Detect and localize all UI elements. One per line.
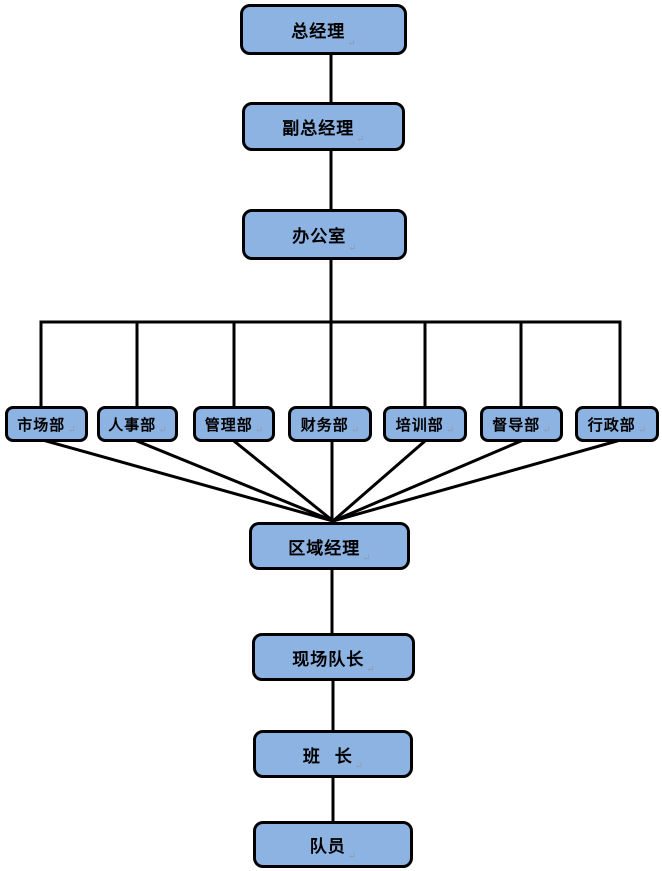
org-node-admin-dept: 行政部↵ (575, 406, 659, 442)
paragraph-mark-icon: ↵ (542, 425, 551, 436)
org-node-general-manager: 总经理↵ (240, 4, 407, 55)
org-node-office: 办公室↵ (242, 209, 407, 260)
node-label: 督导部 (492, 415, 541, 434)
node-label: 现场队长 (292, 649, 365, 670)
org-node-site-captain: 现场队长↵ (252, 633, 415, 681)
org-node-marketing-dept: 市场部↵ (5, 406, 88, 442)
org-node-finance-dept: 财务部↵ (288, 406, 372, 442)
node-label: 行政部 (587, 415, 636, 434)
node-label: 区域经理 (288, 538, 361, 559)
paragraph-mark-icon: ↵ (347, 38, 356, 49)
org-node-team-member: 队员↵ (253, 821, 413, 868)
connector-training-to-rm (330, 438, 428, 524)
node-label: 副总经理 (282, 119, 355, 139)
paragraph-mark-icon: ↵ (362, 553, 371, 564)
connector-marketing-to-rm (44, 439, 335, 523)
node-label: 队员 (309, 837, 346, 857)
org-node-squad-leader: 班 长↵ (253, 730, 413, 778)
node-label: 管理部 (204, 415, 253, 434)
paragraph-mark-icon: ↵ (67, 425, 76, 436)
connector-hr-to-rm (135, 439, 335, 523)
paragraph-mark-icon: ↵ (348, 243, 357, 254)
connector-supervision-to-rm (331, 439, 523, 523)
paragraph-mark-icon: ↵ (158, 425, 167, 436)
node-label: 总经理 (291, 22, 346, 42)
paragraph-mark-icon: ↵ (445, 425, 455, 436)
node-label: 市场部 (17, 415, 66, 434)
paragraph-mark-icon: ↵ (350, 425, 360, 436)
node-label: 班 长 (302, 746, 353, 767)
connector-admin-to-rm (331, 439, 619, 523)
node-label: 人事部 (108, 415, 157, 434)
org-node-hr-dept: 人事部↵ (97, 406, 178, 442)
node-label: 财务部 (300, 415, 349, 434)
org-node-management-dept: 管理部↵ (193, 406, 275, 442)
org-node-supervision-dept: 督导部↵ (480, 406, 563, 442)
paragraph-mark-icon: ↵ (254, 425, 264, 436)
node-label: 培训部 (395, 415, 444, 434)
paragraph-mark-icon: ↵ (366, 664, 375, 675)
paragraph-mark-icon: ↵ (637, 425, 647, 436)
org-node-training-dept: 培训部↵ (383, 406, 467, 442)
node-label: 办公室 (292, 227, 347, 247)
paragraph-mark-icon: ↵ (354, 761, 364, 772)
paragraph-mark-icon: ↵ (356, 134, 365, 145)
org-node-deputy-general-manager: 副总经理↵ (242, 102, 405, 151)
org-node-regional-manager: 区域经理↵ (249, 522, 410, 570)
paragraph-mark-icon: ↵ (347, 851, 357, 862)
connector-management-to-rm (231, 438, 336, 524)
